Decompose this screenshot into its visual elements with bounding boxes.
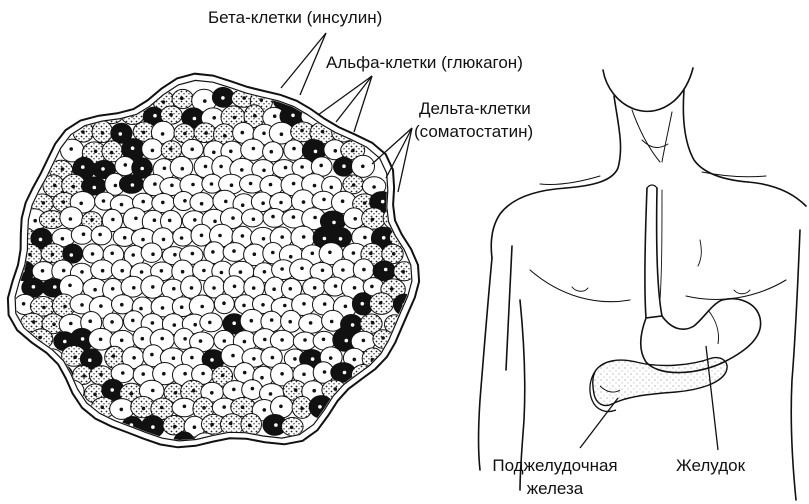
neck-left [566, 96, 621, 188]
delta-cells-label-line1: Дельта-клетки [419, 99, 531, 119]
left-shoulder [491, 188, 566, 258]
chin-outline [603, 68, 693, 111]
left-arm-inner [506, 246, 512, 370]
beta-leader-2 [300, 33, 326, 95]
pancreas-shape [593, 358, 727, 406]
delta-leader-1 [372, 128, 412, 164]
beta-leader-1 [281, 33, 326, 88]
alpha-leader-3 [354, 76, 372, 132]
delta-leader-3 [398, 128, 412, 192]
right-shoulder [748, 182, 806, 206]
neck-right [683, 90, 748, 182]
pancreas-label-line2: железа [470, 479, 640, 499]
left-arm-outer [479, 258, 493, 470]
alpha-cells-label: Альфа-клетки (глюкагон) [326, 53, 523, 73]
delta-cells-label-line2: (соматостатин) [414, 122, 533, 142]
stomach-label: Желудок [676, 456, 745, 476]
alpha-leader-2 [336, 76, 372, 122]
esophagus-left [645, 188, 647, 318]
delta-leader-2 [386, 128, 412, 178]
alpha-leader-1 [318, 76, 372, 115]
torso-right-side [791, 230, 800, 500]
pancreas-leader [580, 398, 618, 448]
pancreas-label-line1: Поджелудочная [470, 456, 640, 476]
beta-cells-label: Бета-клетки (инсулин) [208, 8, 382, 28]
